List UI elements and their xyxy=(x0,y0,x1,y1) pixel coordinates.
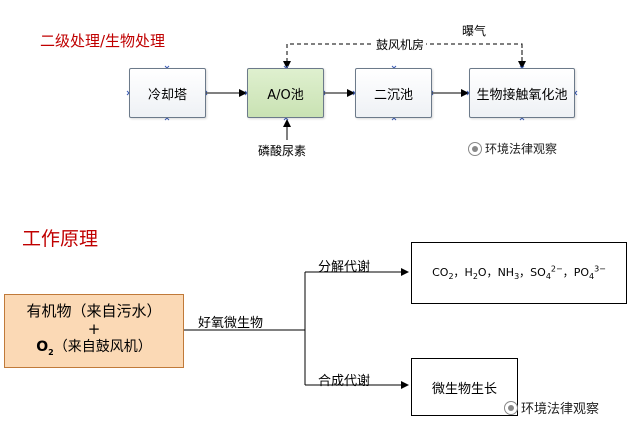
aerobic-microbe-label: 好氧微生物 xyxy=(198,316,264,331)
watermark-top-text: 环境法律观察 xyxy=(485,142,558,156)
watermark-bottom-text: 环境法律观察 xyxy=(521,402,600,417)
wechat-icon xyxy=(468,141,482,156)
principle-title: 工作原理 xyxy=(22,228,99,250)
catabolism-label: 分解代谢 xyxy=(318,260,371,275)
source-box: 有机物（来自污水） + O2（来自鼓风机） xyxy=(4,294,184,368)
watermark-bottom: 环境法律观察 xyxy=(504,398,599,417)
source-plus: + xyxy=(87,320,101,338)
contact-oxidation-label: 生物接触氧化池 xyxy=(476,87,568,103)
products-box: CO2，H2O，NH3，SO42−，PO43− xyxy=(411,242,627,304)
cooling-tower-label: 冷却塔 xyxy=(147,87,187,103)
watermark-top: 环境法律观察 xyxy=(468,140,557,157)
secondary-clarifier-label: 二沉池 xyxy=(373,87,413,103)
source-organic-line: 有机物（来自污水） xyxy=(26,302,162,320)
wechat-icon-bottom xyxy=(504,400,518,415)
ao-tank-box: A/O池 xyxy=(247,68,324,118)
aeration-label: 曝气 xyxy=(462,24,487,38)
anabolism-label: 合成代谢 xyxy=(318,374,371,389)
ao-tank-label: A/O池 xyxy=(267,87,304,103)
secondary-clarifier-box: 二沉池 xyxy=(355,68,432,118)
blower-room-label: 鼓风机房 xyxy=(374,36,427,53)
phosphate-urea-label: 磷酸尿素 xyxy=(258,144,307,158)
products-text: CO2，H2O，NH3，SO42−，PO43− xyxy=(432,264,606,282)
growth-box: 微生物生长 xyxy=(411,358,518,416)
source-oxygen-line: O2（来自鼓风机） xyxy=(36,339,152,357)
contact-oxidation-box: 生物接触氧化池 xyxy=(469,68,575,118)
cooling-tower-box: 冷却塔 xyxy=(129,68,206,118)
growth-label: 微生物生长 xyxy=(431,381,497,397)
process-title: 二级处理/生物处理 xyxy=(40,32,166,50)
